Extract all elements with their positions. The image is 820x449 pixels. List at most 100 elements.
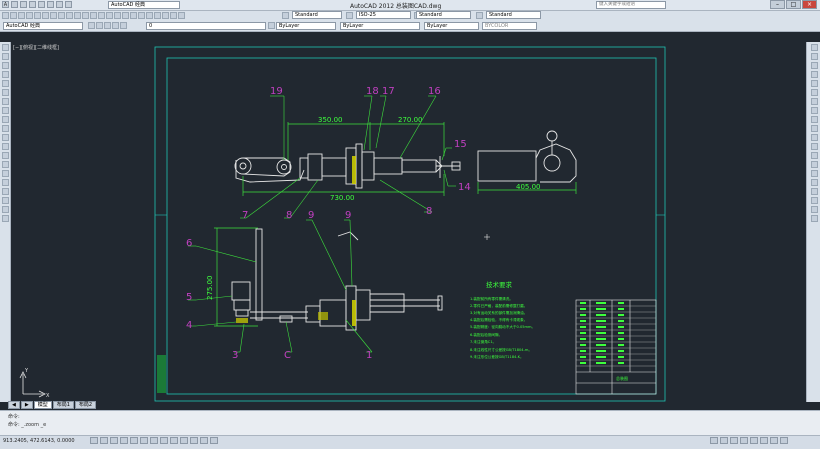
object-tracking-icon[interactable]: [150, 437, 158, 444]
preview-icon[interactable]: [34, 12, 41, 19]
array-icon[interactable]: [810, 80, 818, 87]
polar-tracking-icon[interactable]: [120, 437, 128, 444]
circle-icon[interactable]: [1, 98, 9, 105]
pan-icon[interactable]: [98, 12, 105, 19]
model-space-icon[interactable]: [710, 437, 718, 444]
join-icon[interactable]: [810, 161, 818, 168]
layer-manager-icon[interactable]: [96, 22, 103, 29]
quick-view-layouts-icon[interactable]: [720, 437, 728, 444]
gear-icon[interactable]: [88, 22, 95, 29]
redo-icon[interactable]: [90, 12, 97, 19]
design-center-icon[interactable]: [138, 12, 145, 19]
zoom-previous-icon[interactable]: [122, 12, 129, 19]
clean-screen-icon[interactable]: [780, 437, 788, 444]
tab-layout2[interactable]: 布局2: [74, 401, 97, 409]
fillet-icon[interactable]: [810, 179, 818, 186]
rotate-icon[interactable]: [810, 98, 818, 105]
dim-style-select[interactable]: ISO-25: [356, 11, 411, 19]
linetype-select[interactable]: ByLayer: [340, 22, 420, 30]
redo-icon[interactable]: [65, 1, 72, 8]
mleader-style-select[interactable]: Standard: [486, 11, 541, 19]
table-style-select[interactable]: Standard: [416, 11, 471, 19]
workspace-select-2[interactable]: AutoCAD 经典: [3, 22, 83, 30]
properties-icon[interactable]: [130, 12, 137, 19]
break-at-point-icon[interactable]: [810, 143, 818, 150]
undo-icon[interactable]: [82, 12, 89, 19]
layer-state-icon[interactable]: [104, 22, 111, 29]
table-icon[interactable]: [1, 197, 9, 204]
osnap-icon[interactable]: [810, 215, 818, 222]
transparency-icon[interactable]: [190, 437, 198, 444]
blend-icon[interactable]: [810, 188, 818, 195]
extend-icon[interactable]: [810, 134, 818, 141]
cut-icon[interactable]: [50, 12, 57, 19]
publish-icon[interactable]: [42, 12, 49, 19]
open-icon[interactable]: [10, 12, 17, 19]
construction-line-icon[interactable]: [1, 53, 9, 60]
text-style-icon[interactable]: [282, 12, 289, 19]
region-icon[interactable]: [1, 188, 9, 195]
multiline-text-icon[interactable]: [1, 206, 9, 213]
zoom-realtime-icon[interactable]: [106, 12, 113, 19]
viewport-controls[interactable]: [−][俯视][二维线框]: [13, 45, 59, 51]
hardware-accel-icon[interactable]: [760, 437, 768, 444]
close-button[interactable]: ×: [802, 0, 817, 9]
add-selected-icon[interactable]: [1, 215, 9, 222]
erase-icon[interactable]: [810, 44, 818, 51]
snap-mode-icon[interactable]: [90, 437, 98, 444]
help-icon[interactable]: [178, 12, 185, 19]
gradient-icon[interactable]: [1, 179, 9, 186]
make-block-icon[interactable]: [1, 152, 9, 159]
maximize-button[interactable]: □: [786, 0, 801, 9]
nav-next-icon[interactable]: ▶: [20, 401, 33, 409]
scale-icon[interactable]: [810, 107, 818, 114]
object-snap-icon[interactable]: [130, 437, 138, 444]
break-icon[interactable]: [810, 152, 818, 159]
lineweight-icon[interactable]: [180, 437, 188, 444]
copy-object-icon[interactable]: [810, 53, 818, 60]
polygon-icon[interactable]: [1, 71, 9, 78]
offset-icon[interactable]: [810, 71, 818, 78]
chamfer-icon[interactable]: [810, 170, 818, 177]
grid-display-icon[interactable]: [100, 437, 108, 444]
workspace-select[interactable]: AutoCAD 经典: [108, 1, 180, 9]
hatch-icon[interactable]: [1, 170, 9, 177]
workspace-switch-icon[interactable]: [740, 437, 748, 444]
minimize-button[interactable]: –: [770, 0, 785, 9]
lineweight-select[interactable]: ByLayer: [424, 22, 479, 30]
open-file-icon[interactable]: [20, 1, 27, 8]
lock-icon[interactable]: [750, 437, 758, 444]
explode-icon[interactable]: [810, 197, 818, 204]
undo-icon[interactable]: [56, 1, 63, 8]
plot-style-select[interactable]: BYCOLOR: [482, 22, 537, 30]
ellipse-arc-icon[interactable]: [1, 134, 9, 141]
insert-block-icon[interactable]: [1, 143, 9, 150]
annotation-scale-icon[interactable]: [730, 437, 738, 444]
new-file-icon[interactable]: [11, 1, 18, 8]
copy-icon[interactable]: [58, 12, 65, 19]
ortho-mode-icon[interactable]: [110, 437, 118, 444]
save-icon[interactable]: [18, 12, 25, 19]
make-current-icon[interactable]: [268, 22, 275, 29]
new-icon[interactable]: [2, 12, 9, 19]
dynamic-ucs-icon[interactable]: [160, 437, 168, 444]
snap-icon[interactable]: [810, 206, 818, 213]
selection-cycling-icon[interactable]: [210, 437, 218, 444]
tool-palettes-icon[interactable]: [146, 12, 153, 19]
polyline-icon[interactable]: [1, 62, 9, 69]
mirror-icon[interactable]: [810, 62, 818, 69]
search-input[interactable]: 键入关键字或短语: [596, 1, 666, 9]
color-select[interactable]: ByLayer: [276, 22, 336, 30]
dynamic-input-icon[interactable]: [170, 437, 178, 444]
dim-style-icon[interactable]: [346, 12, 353, 19]
quick-properties-icon[interactable]: [200, 437, 208, 444]
paste-icon[interactable]: [66, 12, 73, 19]
move-icon[interactable]: [810, 89, 818, 96]
app-menu-icon[interactable]: A: [2, 1, 9, 8]
save-as-icon[interactable]: [38, 1, 45, 8]
revision-cloud-icon[interactable]: [1, 107, 9, 114]
save-icon[interactable]: [29, 1, 36, 8]
text-style-select[interactable]: Standard: [292, 11, 342, 19]
plot-icon[interactable]: [26, 12, 33, 19]
